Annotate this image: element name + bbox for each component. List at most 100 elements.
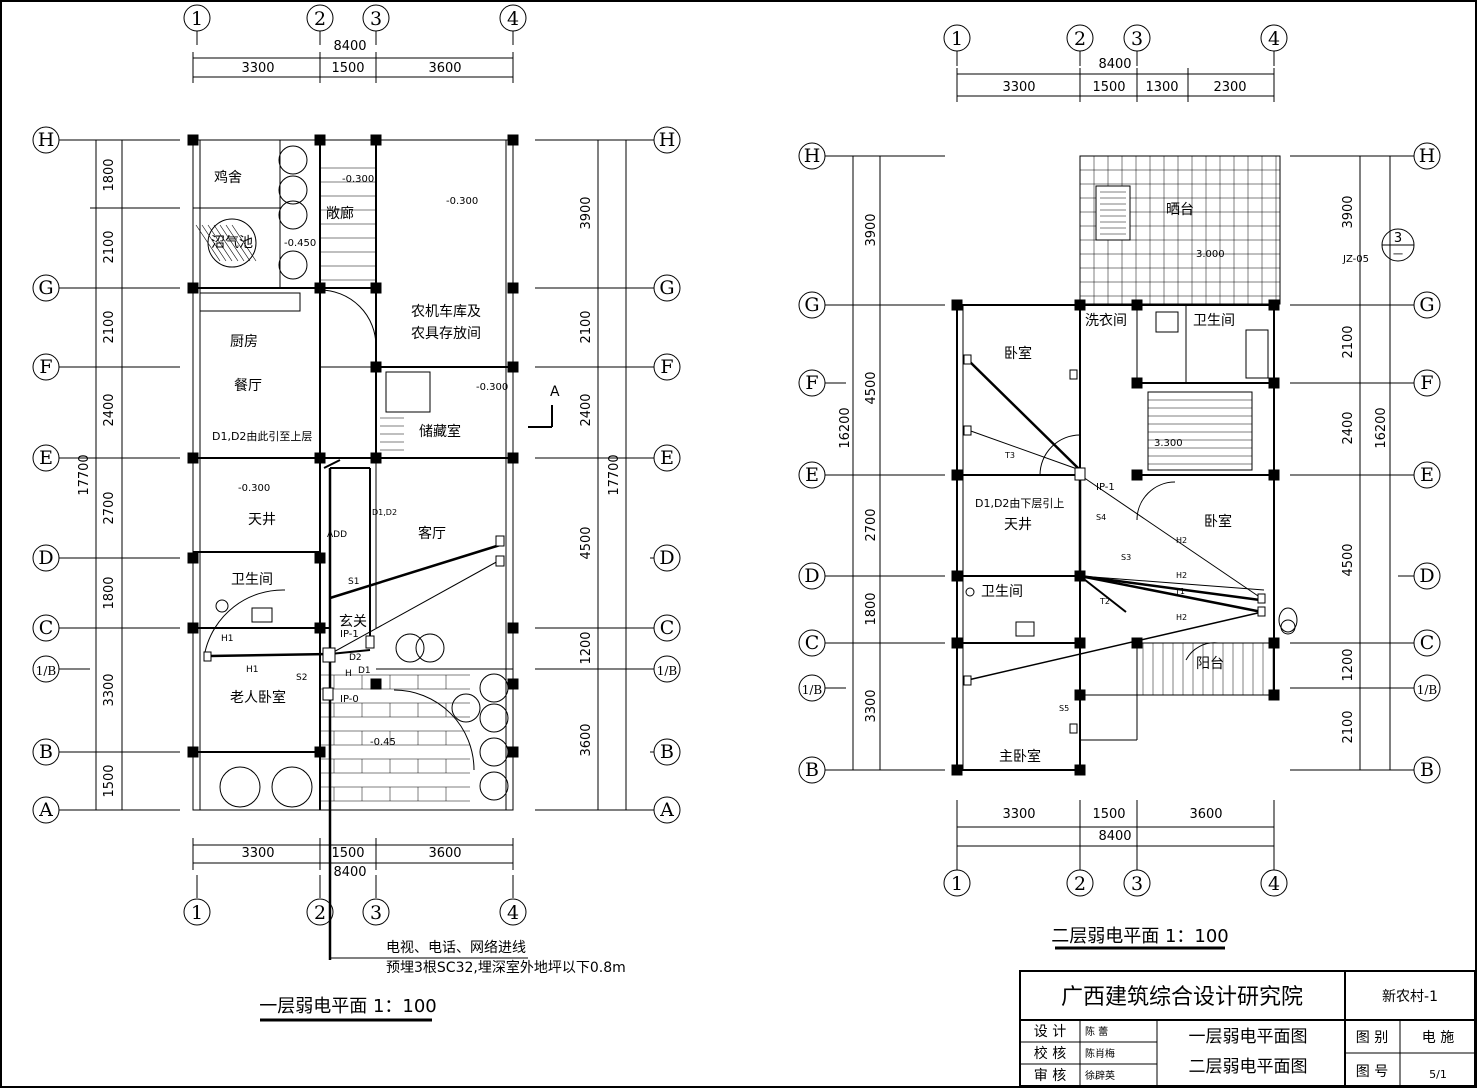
p1-dim-right-3: 2400 (579, 393, 594, 426)
p1-section-mark: A (550, 384, 560, 400)
p1-planter (479, 737, 509, 767)
p2-room-terrace: 晒台 (1166, 202, 1194, 218)
tb-category-label: 图 别 (1356, 1030, 1388, 1046)
p2-column (1131, 637, 1143, 649)
p1-room-kitchen: 厨房 (230, 334, 258, 350)
p1-outer-wall (192, 139, 514, 811)
p1-column (507, 622, 519, 634)
p1-column (314, 452, 326, 464)
p1-dim-left-total: 17700 (77, 454, 92, 495)
p1-level-3: -0.450 (284, 238, 316, 249)
p1-hatch (201, 224, 227, 262)
p1-level-1: -0.300 (342, 174, 374, 185)
p2-column (1131, 299, 1143, 311)
p2-outlet (1257, 593, 1266, 604)
p1-h1-outlet (203, 651, 212, 662)
p1-basin (251, 607, 273, 623)
p2-row-axis-label: G (1419, 294, 1434, 316)
p1-column (507, 678, 519, 690)
p1-row-axis-label: D (659, 547, 674, 569)
p1-dim-left-3: 2100 (102, 310, 117, 343)
tb-check-label: 校 核 (1034, 1045, 1066, 1062)
p2-col-axis-3-top: 3 (1131, 28, 1143, 50)
p2-column (1131, 469, 1143, 481)
p1-outlet (495, 555, 505, 567)
p1-planter (395, 633, 425, 663)
p1-room-elder: 老人卧室 (230, 689, 286, 706)
p2-wire-f (967, 611, 1263, 681)
p2-dim-left-1: 3900 (864, 213, 879, 246)
p1-d-outlet (365, 635, 375, 649)
tb-number-value: 5/1 (1429, 1068, 1447, 1081)
p1-door-swing (319, 289, 377, 347)
p2-column (1268, 377, 1280, 389)
p1-door-swing (204, 589, 286, 653)
p1-level-4: -0.300 (476, 382, 508, 393)
p1-room-storage: 储藏室 (419, 423, 461, 440)
p2-room-bath-2: 卫生间 (981, 584, 1023, 600)
p1-planter (479, 673, 509, 703)
p1-row-axis-label: 1/B (36, 664, 57, 678)
p2-outlet (963, 425, 972, 436)
p2-row-axis-label: H (804, 145, 821, 167)
p1-col-axis-1-top: 1 (191, 8, 203, 30)
tb-review-label: 审 核 (1034, 1068, 1066, 1084)
p2-col-axis-4-top: 4 (1268, 28, 1280, 50)
p1-planter (451, 693, 481, 723)
p2-room-courtyard: 天井 (1004, 517, 1032, 533)
p2-s5-label: S5 (1059, 704, 1069, 713)
p1-column (507, 282, 519, 294)
p1-room-courtyard: 天井 (248, 512, 276, 528)
p1-room-living: 客厅 (418, 525, 446, 542)
p1-d2-label: D2 (349, 653, 362, 663)
p2-col-axis-1-bot: 1 (951, 873, 963, 895)
p2-dim-bot-1: 3300 (1002, 807, 1035, 822)
p1-row-axis-label: H (659, 129, 676, 151)
p1-dim-bot-total: 8400 (333, 865, 366, 880)
p2-dim-left-total: 16200 (838, 407, 853, 448)
p1-room-dining: 餐厅 (234, 378, 262, 394)
p2-dim-top-total: 8400 (1098, 57, 1131, 72)
p1-column (314, 134, 326, 146)
p1-note-1: 电视、电话、网络进线 (386, 940, 526, 956)
p2-dim-right-1: 3900 (1341, 195, 1356, 228)
p1-column (187, 134, 199, 146)
p1-kitchen-counter (199, 292, 301, 312)
p2-row-axis-label: F (805, 372, 818, 394)
p2-column (951, 764, 963, 776)
p2-d-note: D1,D2由下层引上 (975, 496, 1064, 510)
p1-dim-right-4: 4500 (579, 526, 594, 559)
p1-row-axis-label: C (39, 617, 54, 639)
p2-stair-block (1147, 391, 1253, 471)
p2-dim-top-2: 1500 (1092, 80, 1125, 95)
p1-column (187, 552, 199, 564)
p2-row-axis-label: D (1419, 565, 1434, 587)
plan-2-group (846, 51, 1398, 950)
p2-room-laundry: 洗衣间 (1085, 313, 1127, 329)
p1-room-bath: 卫生间 (231, 572, 273, 588)
p1-level-6: -0.45 (370, 737, 396, 748)
p2-column (1268, 469, 1280, 481)
p2-row-axis-label: H (1419, 145, 1436, 167)
p1-level-5: -0.300 (238, 483, 270, 494)
p2-outlet (963, 675, 972, 686)
p1-room-garage-2: 农具存放间 (411, 326, 481, 342)
p2-dim-top-4: 2300 (1213, 80, 1246, 95)
p1-dim-right-total: 17700 (607, 454, 622, 495)
p1-hatch (231, 224, 257, 262)
p1-dim-left-5: 2700 (102, 491, 117, 524)
tb-check-name: 陈肖梅 (1085, 1047, 1115, 1060)
p2-row-axis-label: F (1420, 372, 1433, 394)
p1-s1-label: S1 (348, 577, 359, 587)
p1-column (187, 746, 199, 758)
p2-outlet (1069, 723, 1078, 734)
tb-institute: 广西建筑综合设计研究院 (1061, 985, 1303, 1010)
p2-t1-label: T1 (1174, 587, 1185, 596)
p2-dim-left-2: 4500 (864, 371, 879, 404)
p2-dim-right-4: 4500 (1341, 543, 1356, 576)
p2-col-axis-2-top: 2 (1074, 28, 1086, 50)
p2-row-axis-label: C (805, 632, 820, 654)
p2-outlet (1257, 606, 1266, 617)
p1-room-biogas: 沼气池 (211, 235, 253, 251)
